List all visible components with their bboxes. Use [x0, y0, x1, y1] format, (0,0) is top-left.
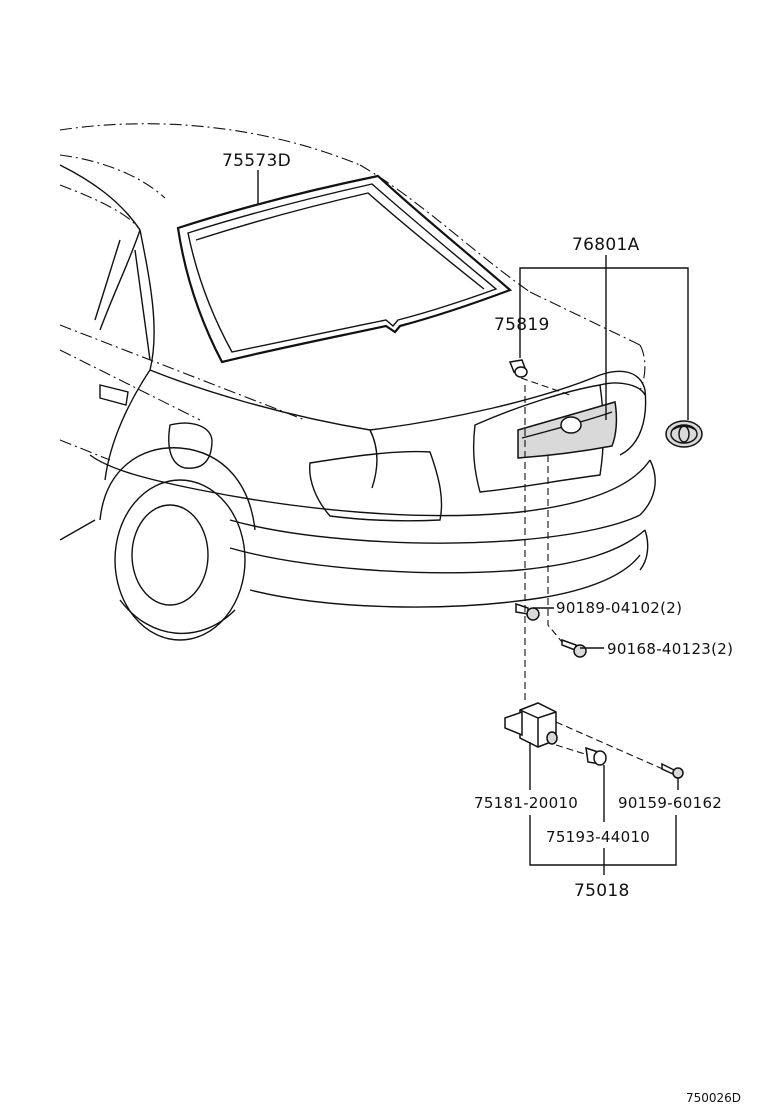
diagram-code: 750026D [686, 1091, 741, 1105]
car-body-illustration [59, 123, 656, 641]
clip-part [508, 359, 528, 378]
license-lamp-housing [504, 702, 558, 748]
rear-window-seal [176, 174, 513, 364]
label-screw-lower: 90168-40123(2) [607, 640, 733, 658]
alignment-lines [520, 377, 666, 771]
label-assembly: 75018 [574, 881, 630, 901]
label-screw-small: 90159-60162 [618, 794, 722, 812]
rear-garnish-emblem [517, 401, 618, 459]
label-screw-upper: 90189-04102(2) [556, 599, 682, 617]
screw-small-part [661, 762, 684, 779]
label-window-seal: 75573D [222, 151, 291, 171]
label-clip: 75819 [494, 315, 550, 335]
label-emblem-set: 76801A [572, 235, 640, 255]
lamp-bulb-part [585, 746, 607, 766]
label-lamp-housing: 75181-20010 [474, 794, 578, 812]
screw-upper-part [515, 602, 540, 621]
toyota-emblem [665, 420, 703, 448]
leader-lines [257, 170, 689, 875]
label-lamp-bulb: 75193-44010 [546, 828, 650, 846]
